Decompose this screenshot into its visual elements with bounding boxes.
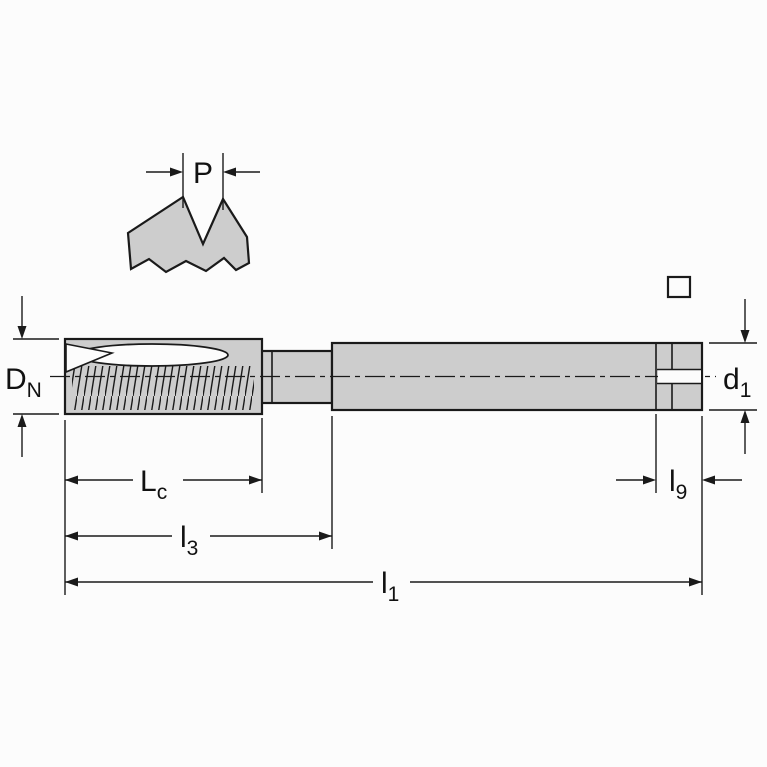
- square-length-dimension: l9: [616, 414, 742, 504]
- lc-arrow-left: [65, 475, 78, 485]
- lc-arrow-right: [249, 475, 262, 485]
- square-drive-symbol: [666, 275, 692, 299]
- pitch-arrow-left: [170, 167, 183, 177]
- nominal-diameter-dimension: DN: [5, 296, 59, 457]
- pitch-arrow-right: [223, 167, 236, 177]
- shank-diameter-label: d1: [723, 363, 751, 402]
- square-length-label: l9: [669, 465, 687, 504]
- square-flat-slot: [658, 369, 701, 384]
- l3-arrow-left: [65, 531, 78, 541]
- thread-profile: [126, 195, 251, 274]
- chamfer-length-dimension: Lc: [65, 418, 263, 504]
- dn-arrow-top: [17, 326, 27, 339]
- l9-arrow-left: [643, 475, 656, 485]
- tap-body: [50, 275, 716, 416]
- l1-arrow-left: [65, 577, 78, 587]
- nominal-diameter-label: DN: [5, 363, 42, 402]
- pitch-label: P: [193, 157, 213, 190]
- overall-length-dimension: l1: [64, 416, 703, 606]
- tip-chamfer: [65, 343, 115, 374]
- l3-arrow-right: [319, 531, 332, 541]
- thread-length-dimension: l3: [65, 416, 333, 560]
- pitch-dimension: P: [146, 153, 260, 210]
- l9-arrow-right: [702, 475, 715, 485]
- thread-hatch: [72, 366, 254, 410]
- thread-length-label: l3: [180, 521, 198, 560]
- thread-profile-shape: [126, 195, 251, 274]
- overall-length-label: l1: [381, 567, 399, 606]
- d1-arrow-bottom: [740, 410, 750, 423]
- l1-arrow-right: [689, 577, 702, 587]
- chamfer-length-label: Lc: [140, 465, 167, 504]
- shank-diameter-dimension: d1: [709, 299, 757, 454]
- dn-arrow-bottom: [17, 414, 27, 427]
- d1-arrow-top: [740, 330, 750, 343]
